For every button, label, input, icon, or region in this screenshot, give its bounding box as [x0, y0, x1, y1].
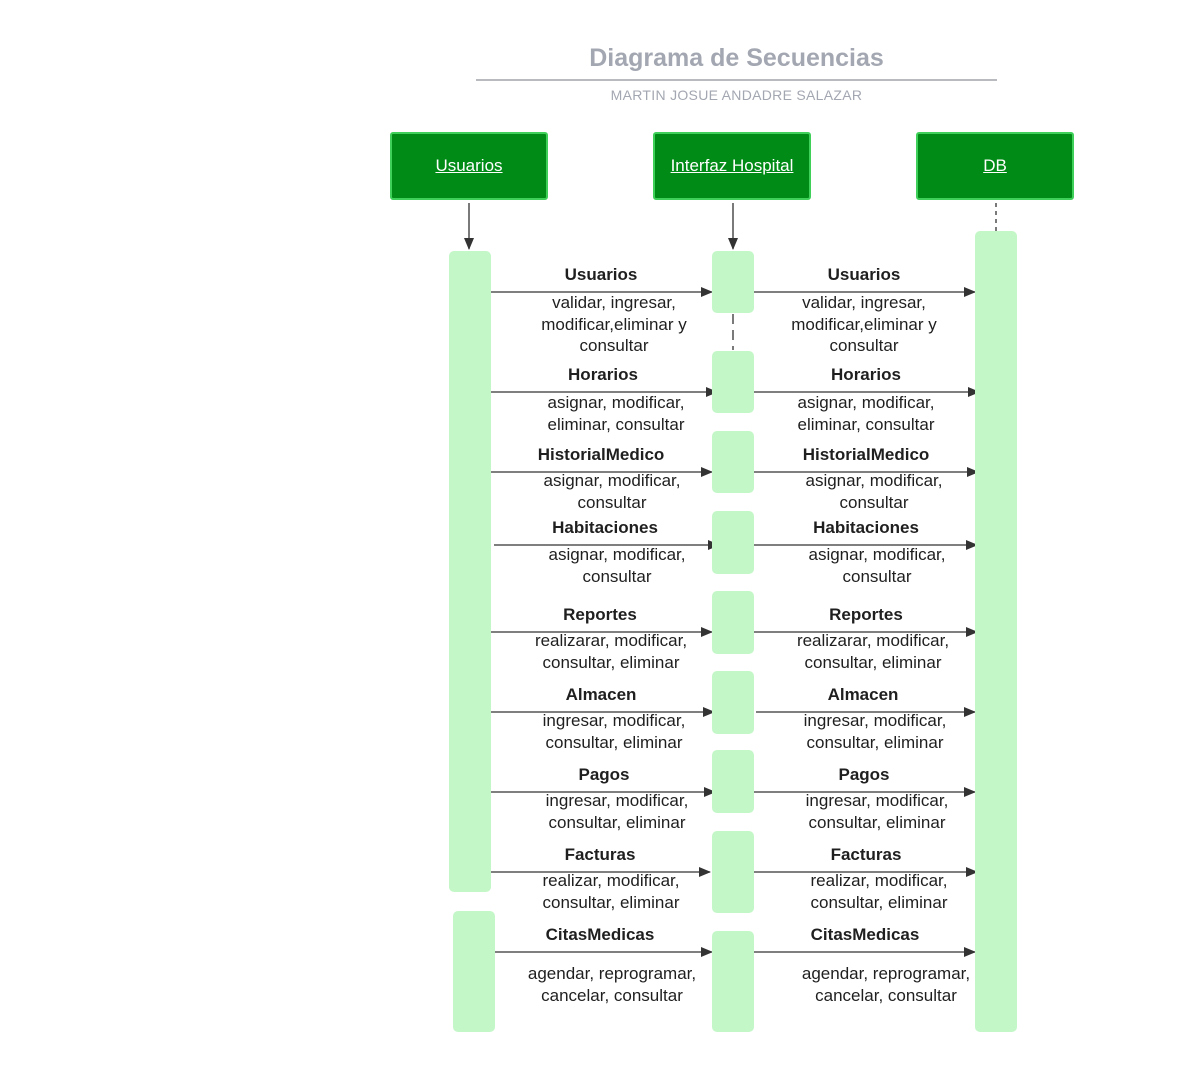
usuarios-activation-bar — [449, 251, 491, 892]
message-detail-left-5: ingresar, modificar, consultar, eliminar — [542, 711, 686, 752]
message-detail-right-1: asignar, modificar, eliminar, consultar — [797, 393, 935, 434]
message-detail-left-4: realizarar, modificar, consultar, elimin… — [534, 631, 688, 672]
usuarios-activation-bar-2 — [453, 911, 495, 1032]
interfaz-activation-bar-1 — [712, 351, 754, 413]
message-title-left-0: Usuarios — [564, 265, 638, 284]
message-detail-right-5: ingresar, modificar, consultar, eliminar — [803, 711, 947, 752]
subtitle: MARTIN JOSUE ANDADRE SALAZAR — [610, 87, 863, 103]
interfaz-activation-bar-8 — [712, 931, 754, 1032]
interfaz-activation-bar-7 — [712, 831, 754, 913]
message-detail-right-7: realizar, modificar, consultar, eliminar — [810, 871, 948, 912]
title: Diagrama de Secuencias — [589, 44, 884, 72]
message-title-right-4: Reportes — [829, 605, 903, 624]
message-detail-left-1: asignar, modificar, eliminar, consultar — [547, 393, 685, 434]
actor-db[interactable]: DB — [916, 132, 1074, 200]
message-title-right-8: CitasMedicas — [810, 925, 920, 944]
interfaz-activation-bar-0 — [712, 251, 754, 313]
message-detail-left-8: agendar, reprogramar, cancelar, consulta… — [527, 964, 697, 1005]
message-detail-right-2: asignar, modificar, consultar — [805, 471, 943, 512]
message-title-right-3: Habitaciones — [813, 518, 919, 537]
message-detail-left-6: ingresar, modificar, consultar, eliminar — [545, 791, 689, 832]
message-title-right-5: Almacen — [827, 685, 899, 704]
message-detail-left-7: realizar, modificar, consultar, eliminar — [542, 871, 680, 912]
message-detail-right-3: asignar, modificar, consultar — [808, 545, 946, 586]
message-title-left-6: Pagos — [578, 765, 630, 784]
title-rule — [476, 79, 997, 81]
message-title-right-7: Facturas — [830, 845, 902, 864]
message-title-left-3: Habitaciones — [552, 518, 658, 537]
message-detail-right-6: ingresar, modificar, consultar, eliminar — [805, 791, 949, 832]
message-detail-left-3: asignar, modificar, consultar — [548, 545, 686, 586]
interfaz-activation-bar-4 — [712, 591, 754, 654]
message-title-left-1: Horarios — [568, 365, 638, 384]
actor-usuarios[interactable]: Usuarios — [390, 132, 548, 200]
message-title-right-0: Usuarios — [827, 265, 901, 284]
message-detail-left-2: asignar, modificar, consultar — [543, 471, 681, 512]
message-title-right-2: HistorialMedico — [802, 445, 930, 464]
actor-interfaz-hospital[interactable]: Interfaz Hospital — [653, 132, 811, 200]
message-detail-right-4: realizarar, modificar, consultar, elimin… — [796, 631, 950, 672]
message-title-left-5: Almacen — [565, 685, 637, 704]
message-arrows — [488, 287, 980, 957]
message-title-left-8: CitasMedicas — [545, 925, 655, 944]
message-title-right-1: Horarios — [831, 365, 901, 384]
message-detail-right-0: validar, ingresar, modificar,eliminar y … — [791, 293, 937, 355]
interfaz-activation-bar-3 — [712, 511, 754, 574]
interfaz-activation-bar-5 — [712, 671, 754, 734]
message-title-right-6: Pagos — [838, 765, 890, 784]
db-activation-bar — [975, 231, 1017, 1032]
message-title-left-2: HistorialMedico — [537, 445, 665, 464]
message-title-left-4: Reportes — [563, 605, 637, 624]
message-title-left-7: Facturas — [564, 845, 636, 864]
message-detail-right-8: agendar, reprogramar, cancelar, consulta… — [801, 964, 971, 1005]
lifelines — [464, 203, 997, 350]
message-detail-left-0: validar, ingresar, modificar,eliminar y … — [541, 293, 687, 355]
interfaz-activation-bar-2 — [712, 431, 754, 493]
interfaz-activation-bar-6 — [712, 750, 754, 813]
